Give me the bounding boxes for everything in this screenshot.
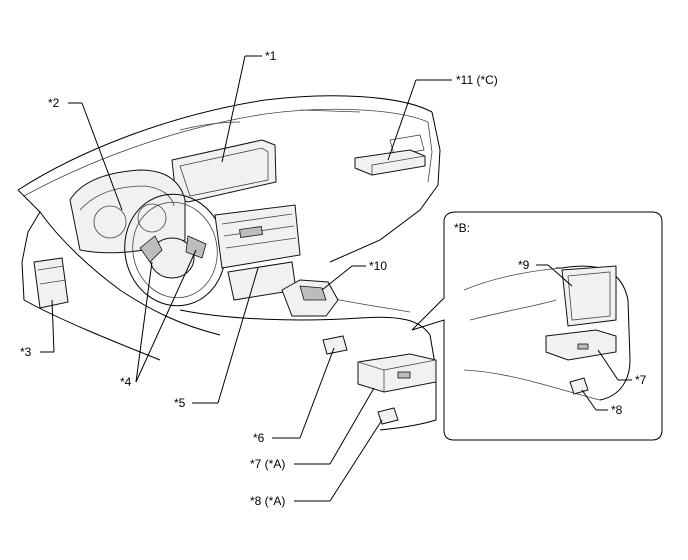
shift-assembly [281,279,339,317]
inset-b [411,211,663,441]
label-7a: *7 (*A) [250,457,285,471]
center-stack [214,204,301,301]
jack-8a [377,407,399,425]
unit-7a [357,353,437,393]
label-8a: *8 (*A) [250,494,285,508]
label-5: *5 [174,396,186,410]
inset-title: *B: [454,221,470,235]
steering-wheel [124,193,226,307]
switch-6 [322,335,348,355]
dashboard-body [17,95,441,431]
leader-lines [40,55,632,502]
inset-label-9: *9 [518,258,530,272]
combination-meter [69,169,186,254]
label-6: *6 [253,431,265,445]
label-10: *10 [369,259,387,273]
label-2: *2 [48,96,60,110]
center-display [171,139,277,203]
inset-label-8: *8 [611,403,623,417]
unit-11 [354,149,426,176]
inset-label-7: *7 [635,373,647,387]
label-1: *1 [265,49,277,63]
callout-labels: *1 *2 *3 *4 *5 *6 *7 (*A) *8 (*A) *10 *1… [20,49,647,508]
label-4: *4 [120,375,132,389]
label-3: *3 [20,345,32,359]
module-3 [33,257,69,309]
label-11c: *11 (*C) [456,73,498,87]
